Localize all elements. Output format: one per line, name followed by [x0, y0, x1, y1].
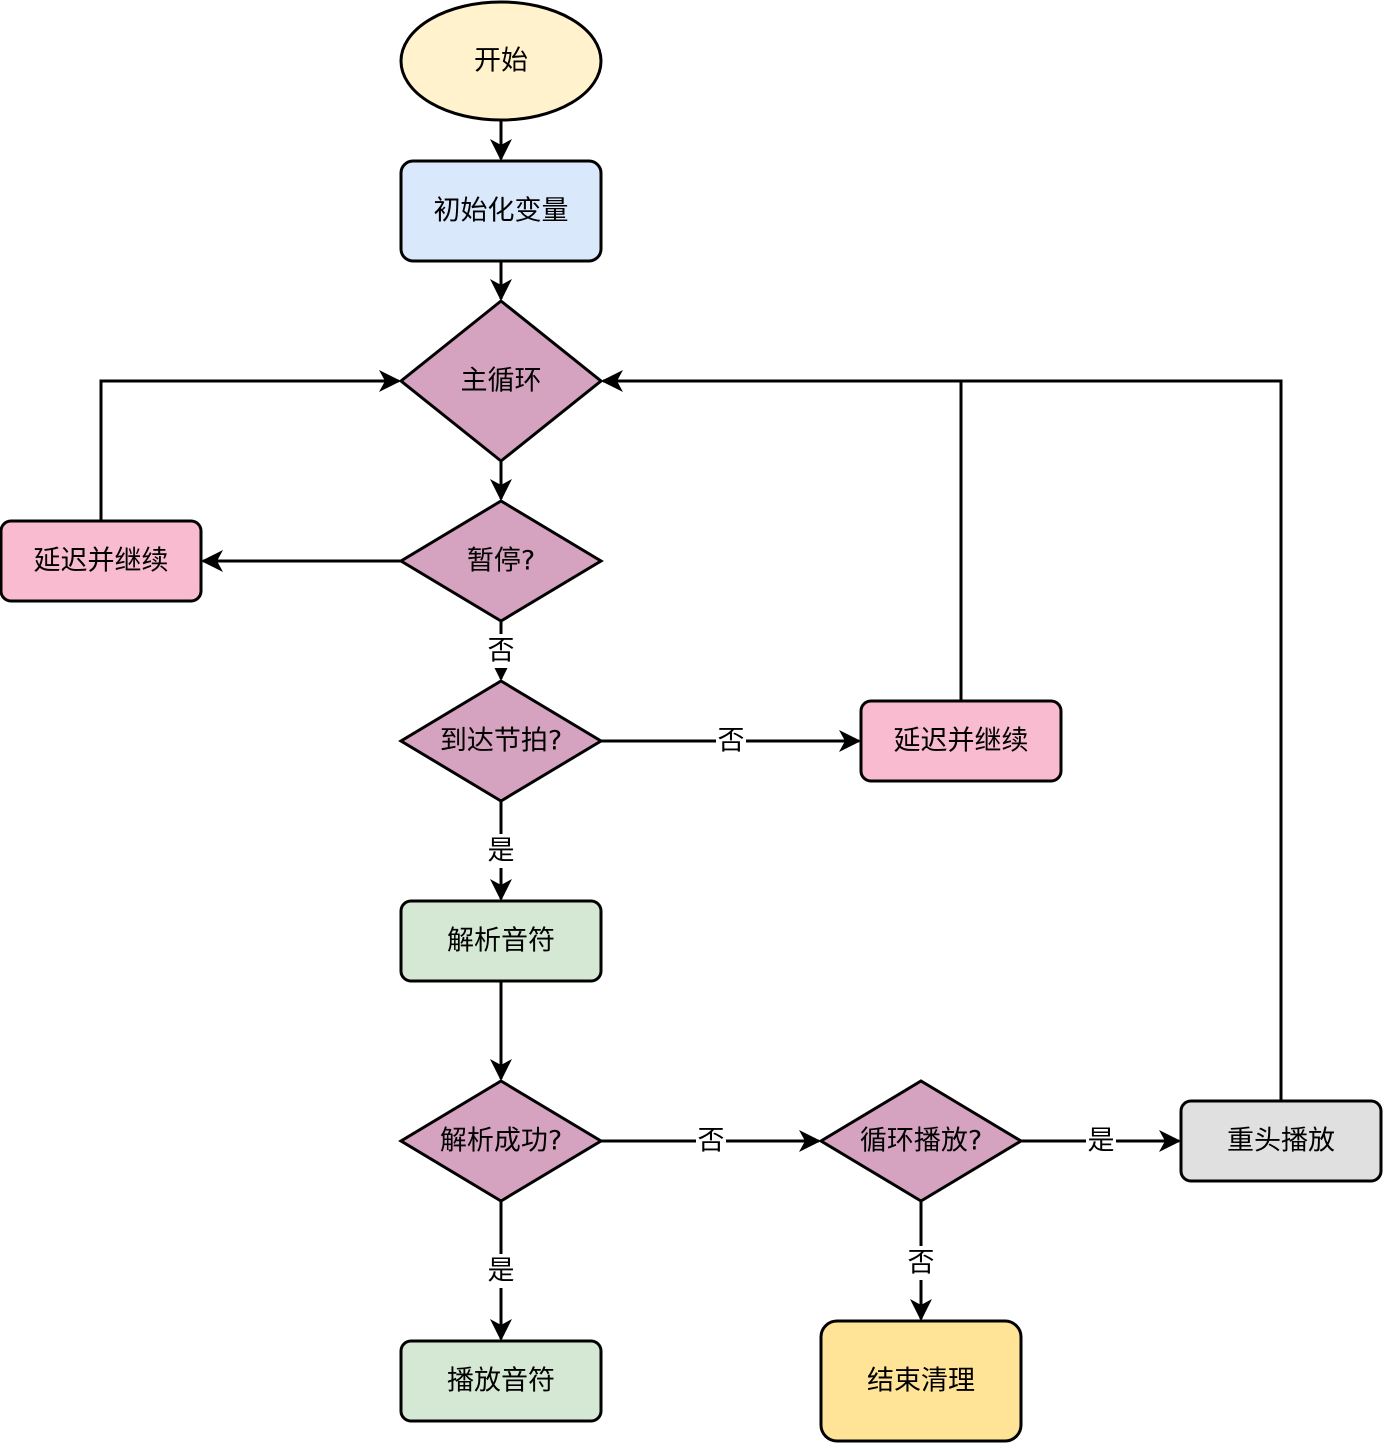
edge-label-beat-no: 否: [718, 726, 745, 757]
paused-diamond: [398, 499, 604, 623]
init-box: [399, 159, 603, 263]
loop-play-label: 循环播放?: [860, 1126, 982, 1157]
edge-delay-left-main-loop: [99, 370, 401, 520]
node-delay-right[interactable]: 延迟并继续: [859, 699, 1063, 783]
edge-restart-main-loop: [601, 370, 1283, 1100]
parse-ok-label: 解析成功?: [440, 1126, 562, 1157]
loop-play-diamond: [818, 1079, 1024, 1203]
start-ellipse: [399, 0, 603, 122]
init-label: 初始化变量: [434, 196, 569, 227]
delay-right-box: [859, 699, 1063, 783]
main-loop-diamond: [398, 299, 604, 463]
edge-label-paused-no: 否: [488, 636, 515, 667]
node-loop-play[interactable]: 循环播放?: [818, 1079, 1024, 1203]
edge-labels: 否 否 是 否 是 是 否: [486, 634, 1116, 1288]
node-restart[interactable]: 重头播放: [1179, 1099, 1383, 1183]
cleanup-box: [819, 1319, 1023, 1443]
node-init[interactable]: 初始化变量: [399, 159, 603, 263]
beat-diamond: [398, 679, 604, 803]
parse-label: 解析音符: [447, 926, 555, 957]
parse-box: [399, 899, 603, 983]
node-delay-left[interactable]: 延迟并继续: [0, 519, 203, 603]
main-loop-label: 主循环: [461, 366, 542, 397]
node-cleanup[interactable]: 结束清理: [819, 1319, 1023, 1443]
edge-label-loop-no: 否: [908, 1248, 935, 1279]
start-label: 开始: [474, 46, 528, 77]
delay-left-box: [0, 519, 203, 603]
node-parse-ok[interactable]: 解析成功?: [398, 1079, 604, 1203]
restart-label: 重头播放: [1227, 1126, 1335, 1157]
edge-label-parse-ok-yes: 是: [488, 1256, 515, 1287]
play-label: 播放音符: [447, 1366, 555, 1397]
restart-box: [1179, 1099, 1383, 1183]
node-start[interactable]: 开始: [399, 0, 603, 122]
delay-left-label: 延迟并继续: [34, 546, 169, 577]
edge-label-beat-yes: 是: [488, 836, 515, 867]
node-parse[interactable]: 解析音符: [399, 899, 603, 983]
cleanup-label: 结束清理: [867, 1366, 975, 1397]
node-play[interactable]: 播放音符: [399, 1339, 603, 1423]
edge-label-loop-yes: 是: [1088, 1126, 1115, 1157]
beat-label: 到达节拍?: [440, 726, 562, 757]
play-box: [399, 1339, 603, 1423]
parse-ok-diamond: [398, 1079, 604, 1203]
paused-label: 暂停?: [467, 546, 535, 577]
edge-label-parse-ok-no: 否: [698, 1126, 725, 1157]
node-main-loop[interactable]: 主循环: [398, 299, 604, 463]
node-paused[interactable]: 暂停?: [398, 499, 604, 623]
node-beat[interactable]: 到达节拍?: [398, 679, 604, 803]
delay-right-label: 延迟并继续: [894, 726, 1029, 757]
